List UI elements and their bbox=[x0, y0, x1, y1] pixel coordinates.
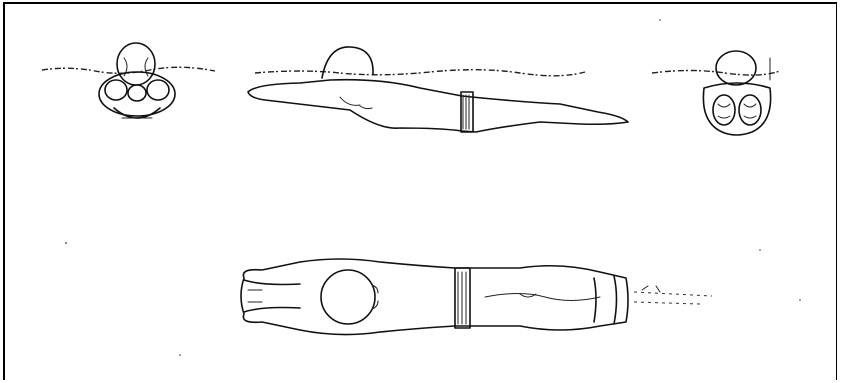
top-view-swimmer bbox=[241, 259, 712, 335]
side-view-swimmer bbox=[248, 47, 628, 132]
side-view-waterline bbox=[255, 70, 585, 76]
front-view-swimmer bbox=[42, 43, 215, 118]
paper-specks bbox=[65, 19, 801, 356]
back-view-swimmer bbox=[652, 51, 780, 135]
